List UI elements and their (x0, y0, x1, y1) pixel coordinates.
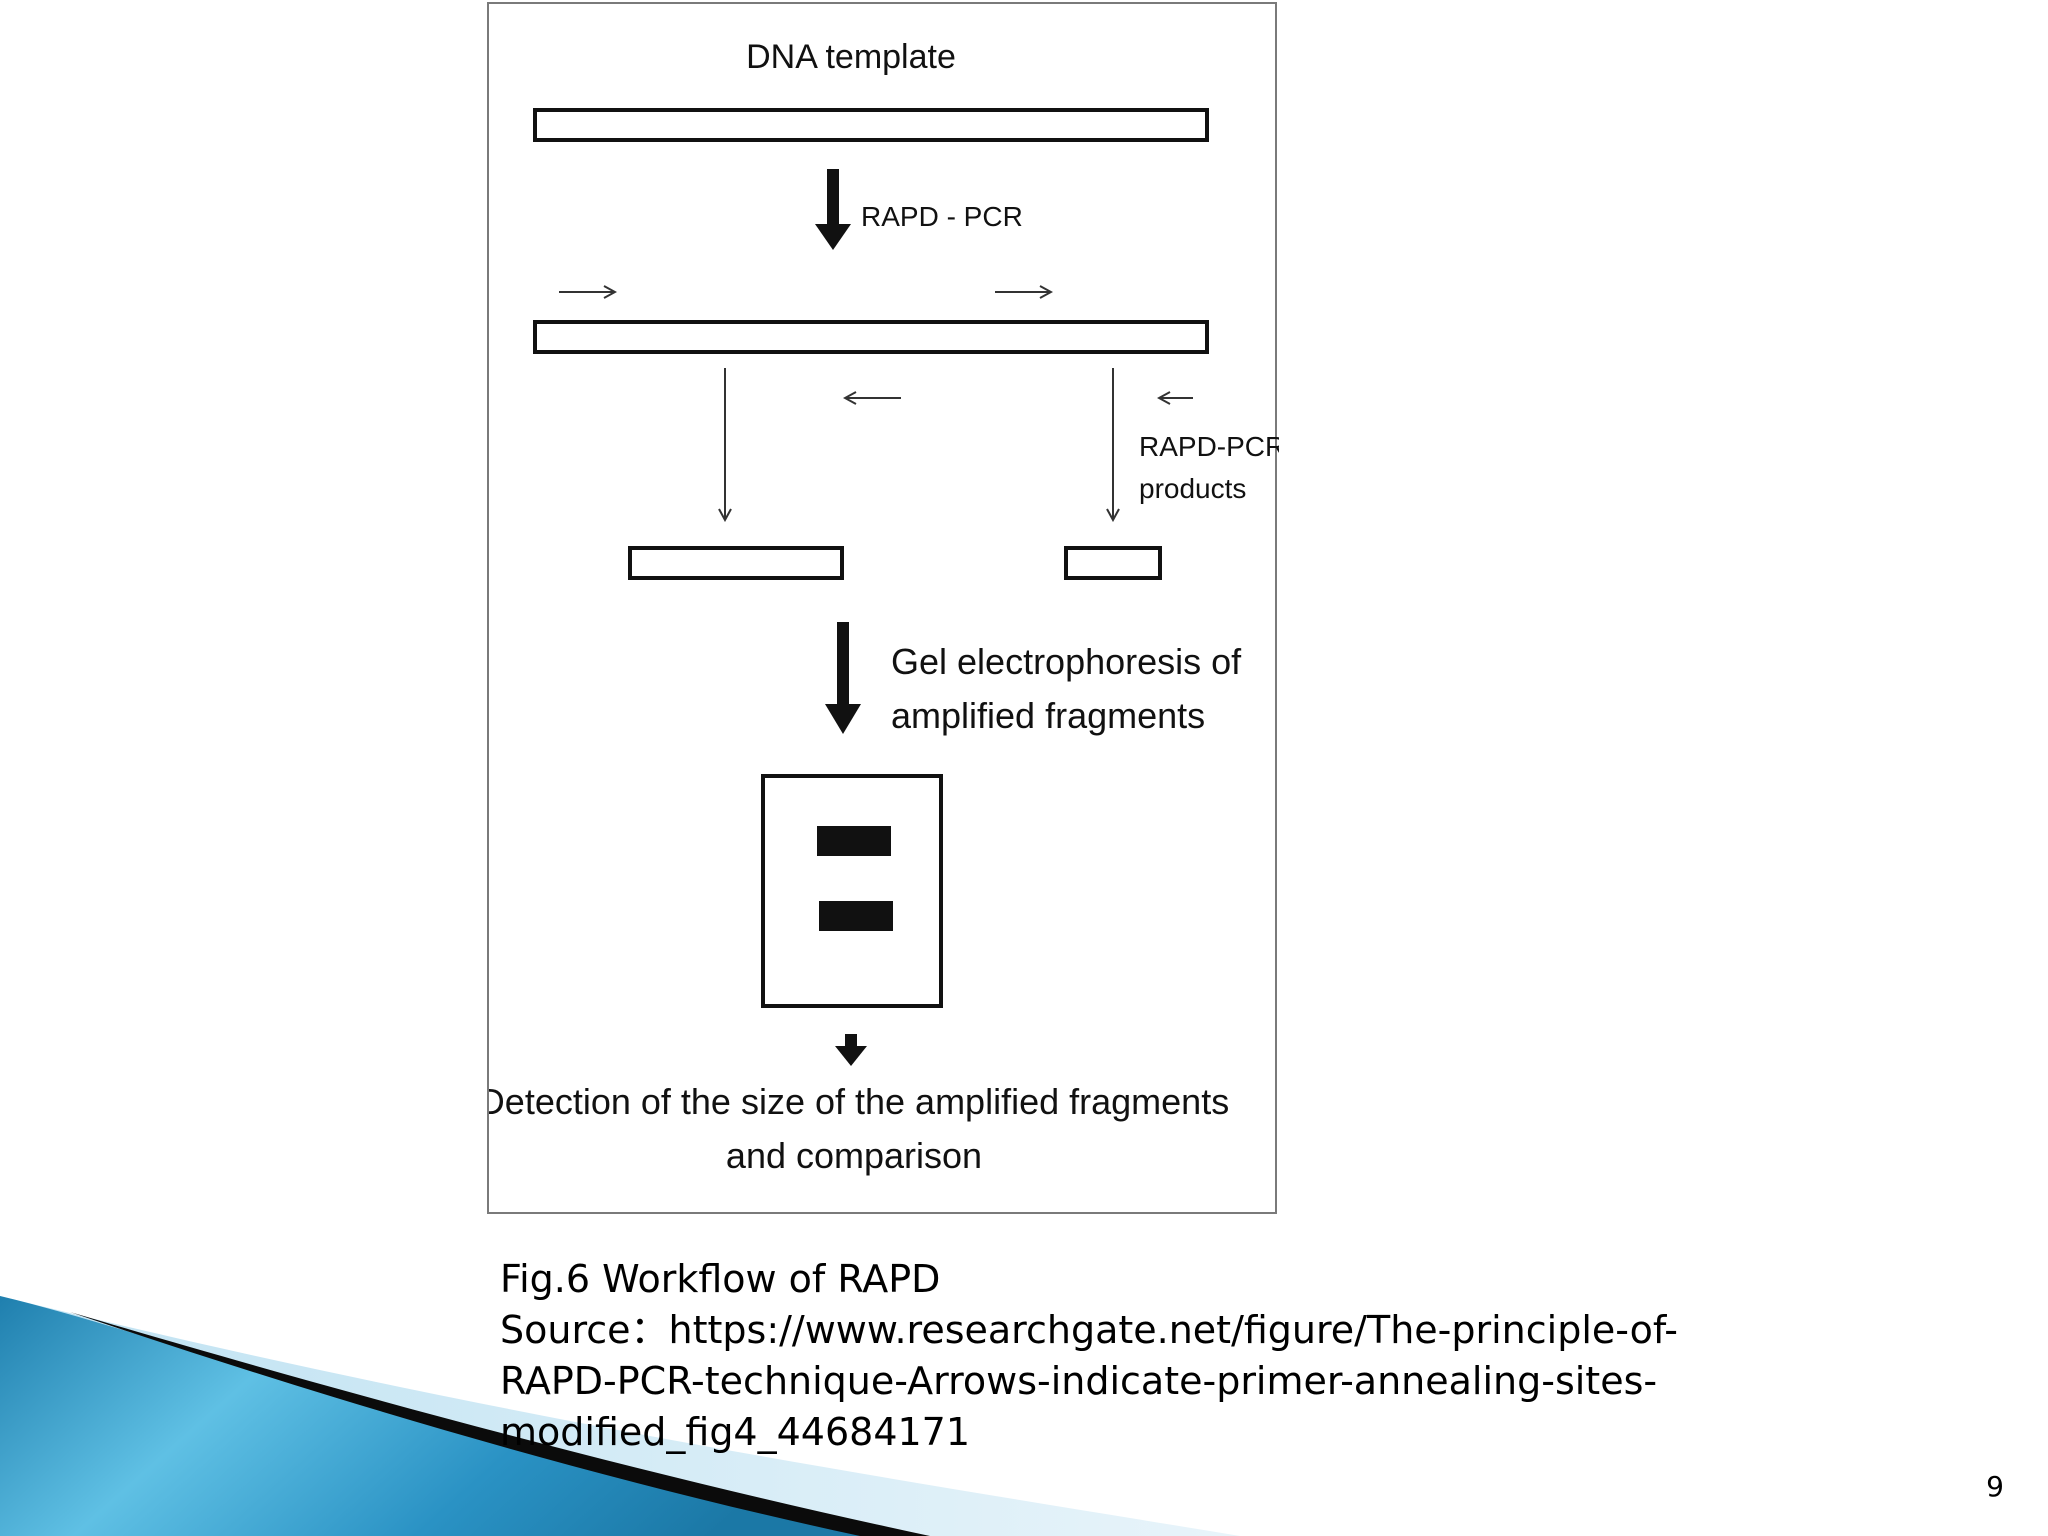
caption-source-line-3: modified_fig4_44684171 (500, 1410, 971, 1454)
rapd-workflow-diagram: DNA template RAPD - PCR RAPD-PCR product… (489, 38, 1279, 1176)
rapd-workflow-figure: DNA template RAPD - PCR RAPD-PCR product… (487, 2, 1279, 1214)
dna-template-title: DNA template (746, 38, 956, 76)
gel-band-upper (817, 826, 891, 856)
dna-template-bar (533, 108, 1209, 142)
gel-electrophoresis-arrow (825, 622, 861, 734)
caption-source-line-2: RAPD-PCR-technique-Arrows-indicate-prime… (500, 1359, 1658, 1403)
amplified-fragment-short (1064, 546, 1162, 580)
rapd-pcr-label: RAPD - PCR (861, 201, 1023, 232)
page-number: 9 (1986, 1470, 2004, 1503)
caption-source-line-1: Source：https://www.researchgate.net/figu… (500, 1308, 1678, 1352)
figure-caption: Fig.6 Workflow of RAPD Source：https://ww… (500, 1254, 1780, 1458)
detection-arrow (835, 1034, 867, 1066)
amplified-fragment-long (628, 546, 844, 580)
gel-band-lower (819, 901, 893, 931)
caption-figure-title: Fig.6 Workflow of RAPD (500, 1257, 941, 1301)
detection-label-1: Detection of the size of the amplified f… (489, 1081, 1229, 1122)
gel-electrophoresis-label-1: Gel electrophoresis of (891, 641, 1242, 682)
detection-label-2: and comparison (726, 1135, 982, 1176)
rapd-pcr-products-label-2: products (1139, 473, 1246, 504)
rapd-pcr-products-label-1: RAPD-PCR (1139, 431, 1279, 462)
gel-electrophoresis-label-2: amplified fragments (891, 695, 1205, 736)
rapd-pcr-arrow (815, 169, 851, 250)
gel-box (761, 774, 943, 1008)
annealed-template-bar (533, 320, 1209, 354)
